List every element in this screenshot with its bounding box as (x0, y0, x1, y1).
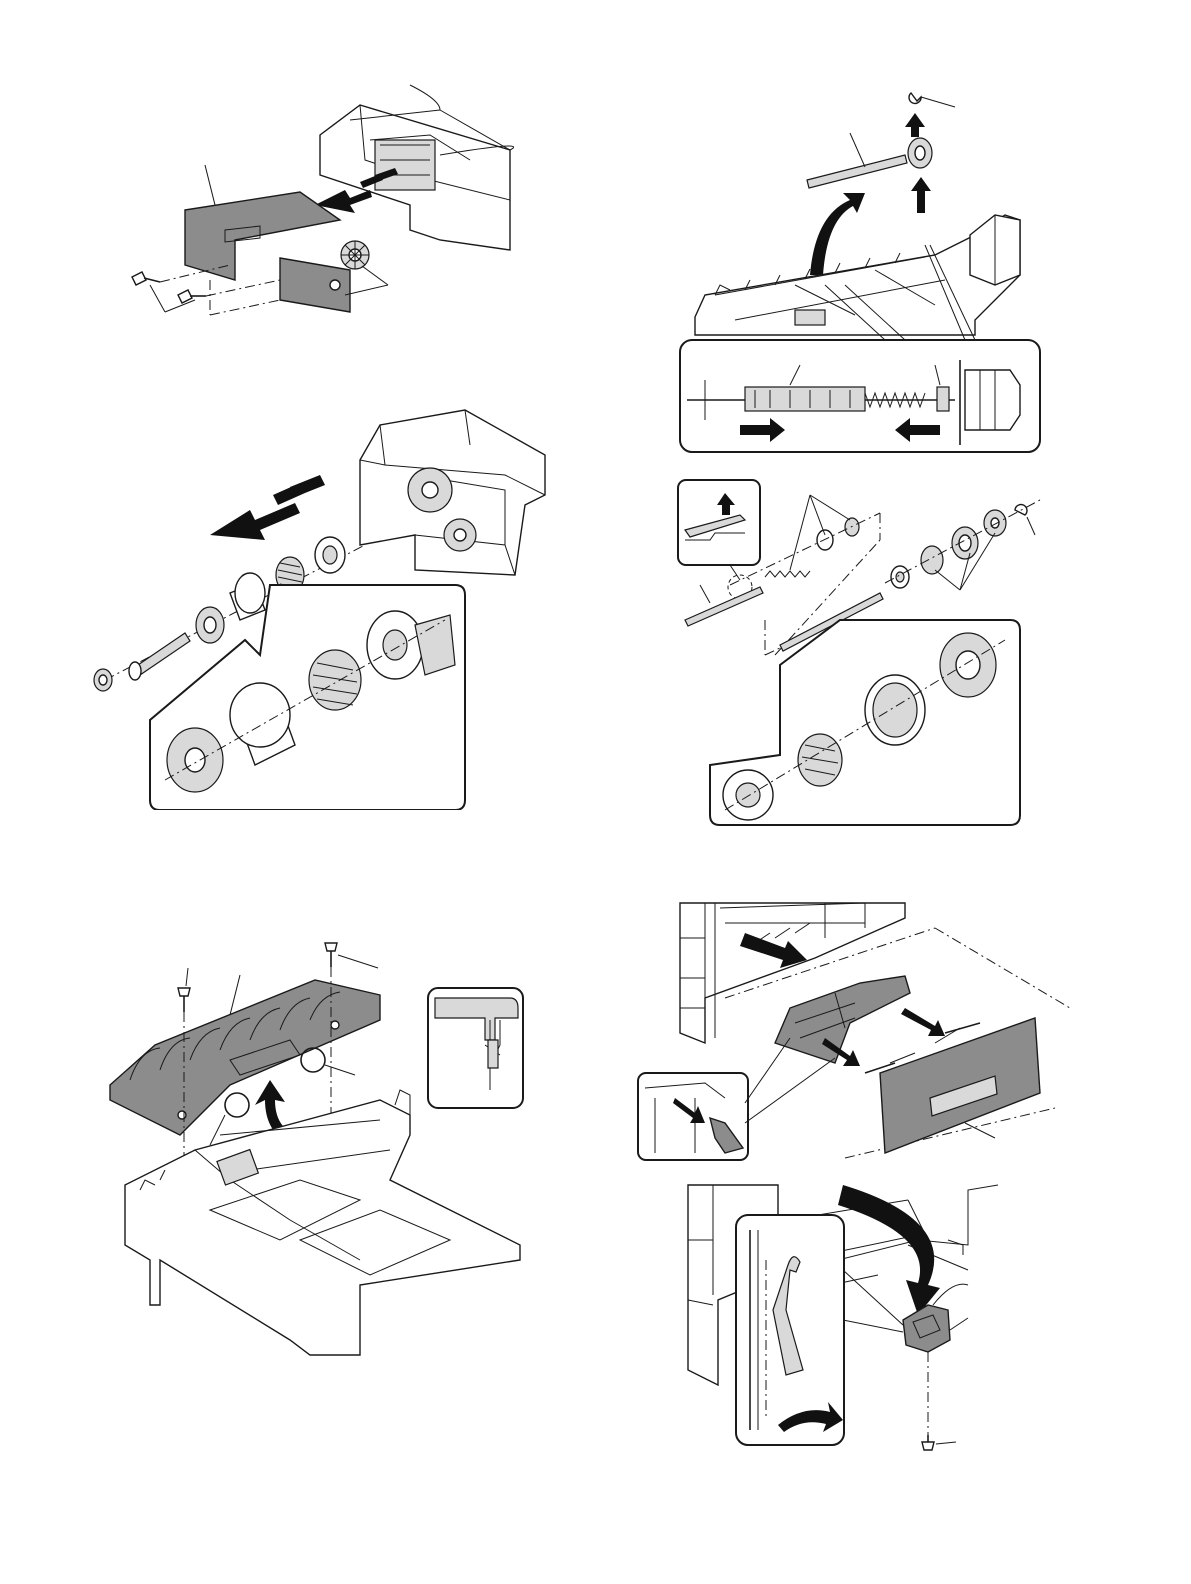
sensor-removal-drawing (678, 1180, 1008, 1465)
screw-icon (132, 272, 160, 285)
screw-icon (178, 988, 190, 1012)
gear-icon (408, 468, 452, 512)
gear-icon (167, 728, 223, 792)
roller-icon (865, 675, 925, 745)
shaft (685, 587, 763, 626)
figure-side-frame-gear-removal (110, 80, 530, 340)
clutch-assembly-drawing (85, 405, 565, 810)
side-frame-gear-removal-drawing (110, 80, 530, 340)
shaft-removal-drawing (675, 85, 1055, 460)
gear-icon (984, 510, 1006, 536)
drawer-cover-removal-drawing (635, 898, 1070, 1168)
nut-icon (94, 669, 112, 691)
roller-assembly-drawing (670, 475, 1065, 830)
gear-icon (196, 607, 224, 643)
pull-arrow-icon (210, 503, 300, 540)
figure-sensor-removal (678, 1180, 1008, 1465)
figure-drawer-cover-removal (635, 898, 1070, 1168)
figure-roller-assembly (670, 475, 1065, 830)
spring-icon (765, 571, 810, 577)
shaft-pin (135, 633, 190, 675)
sensor-unit (903, 1305, 950, 1352)
gear-icon (908, 138, 932, 168)
gear-icon (940, 633, 996, 697)
hub-icon (367, 611, 455, 679)
up-arrow-icon (905, 113, 925, 137)
spring-icon (798, 734, 842, 786)
hub-icon (723, 770, 773, 820)
figure-clutch-assembly (85, 405, 565, 810)
guide-plate-removal-drawing (100, 940, 540, 1365)
gear-icon (444, 519, 476, 551)
hub-icon (315, 537, 345, 573)
arrow-icon (901, 1008, 945, 1036)
hub-icon (891, 566, 909, 588)
curved-arrow-icon (838, 1185, 940, 1315)
drawer-front-panel (880, 1018, 1040, 1153)
spring-icon (309, 650, 361, 710)
e-ring-icon (909, 93, 921, 103)
figure-guide-plate-removal (100, 940, 540, 1365)
figure-shaft-removal (675, 85, 1055, 460)
screw-icon (325, 943, 337, 967)
shaft (807, 155, 907, 188)
up-arrow-icon (911, 177, 931, 213)
gear-icon (952, 527, 978, 559)
screw-icon (922, 1435, 934, 1450)
curved-arrow-icon (810, 193, 865, 275)
gear-icon (341, 241, 369, 269)
spring-icon (921, 546, 943, 574)
